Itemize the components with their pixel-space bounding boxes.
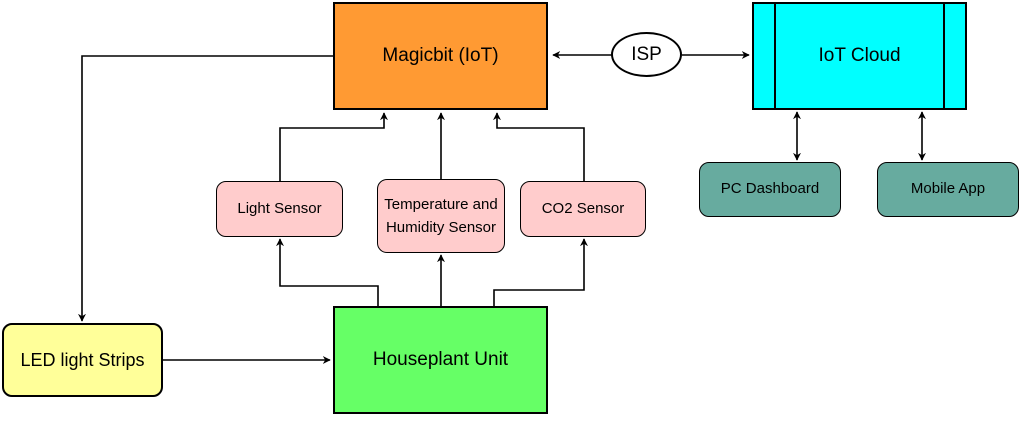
- magicbit-node: Magicbit (IoT): [333, 2, 548, 110]
- edge-magicbit-led-strips: [78, 55, 333, 322]
- temp-humidity-sensor-label: Temperature and Humidity Sensor: [384, 195, 498, 236]
- edge-light-sensor-magicbit: [279, 112, 388, 181]
- light-sensor-node: Light Sensor: [216, 181, 343, 237]
- mobile-app-node: Mobile App: [877, 162, 1019, 217]
- edge-houseplant-co2-sensor: [493, 238, 588, 306]
- led-strips-node: LED light Strips: [2, 323, 163, 397]
- edge-houseplant-light-sensor: [276, 238, 379, 306]
- pc-dashboard-node: PC Dashboard: [699, 162, 841, 217]
- co2-sensor-node: CO2 Sensor: [520, 181, 646, 237]
- temp-humidity-sensor-node: Temperature and Humidity Sensor: [377, 179, 505, 253]
- cloud-left-divider: [774, 4, 776, 108]
- edge-co2-sensor-magicbit: [493, 112, 585, 181]
- houseplant-unit-node: Houseplant Unit: [333, 306, 548, 414]
- houseplant-unit-label: Houseplant Unit: [372, 349, 509, 371]
- isp-node: ISP: [611, 32, 682, 77]
- mobile-app-label: Mobile App: [910, 180, 986, 198]
- cloud-right-divider: [943, 4, 945, 108]
- isp-label: ISP: [631, 43, 662, 65]
- co2-sensor-label: CO2 Sensor: [541, 199, 625, 217]
- light-sensor-label: Light Sensor: [237, 199, 322, 217]
- magicbit-label: Magicbit (IoT): [382, 45, 499, 67]
- iot-cloud-node: IoT Cloud: [752, 2, 967, 110]
- led-strips-label: LED light Strips: [20, 349, 145, 370]
- pc-dashboard-label: PC Dashboard: [720, 180, 820, 198]
- iot-cloud-label: IoT Cloud: [818, 45, 901, 67]
